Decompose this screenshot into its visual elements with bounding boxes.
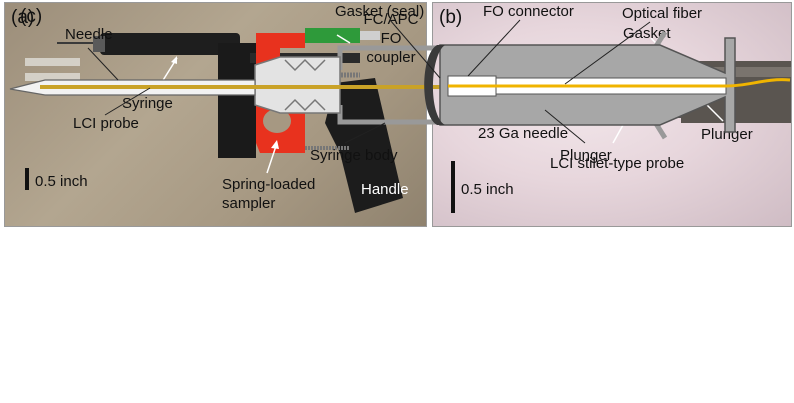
handle-label: Handle (361, 181, 409, 198)
needle-label-c: Needle (65, 26, 113, 43)
frame-shape (218, 43, 256, 158)
probe-label-b: LCI stilet-type probe (550, 155, 685, 172)
gasket-seal-label: Gasket (seal) (335, 3, 425, 20)
spring-loaded-label: Spring-loaded (222, 176, 316, 193)
plunger-label-b: Plunger (701, 126, 753, 143)
scale-bar-a (25, 168, 29, 190)
panel-c-letter: (c) (20, 6, 43, 27)
fo-coupler-shape (305, 28, 360, 43)
plunger-label-c: Plunger (560, 147, 612, 164)
fo-connector-label: FO connector (483, 3, 574, 20)
scale-label-a: 0.5 inch (35, 173, 88, 190)
scale-label-b: 0.5 inch (461, 181, 514, 198)
fo-label: FO (380, 30, 402, 47)
needle-label-b: 23 Ga needle (478, 125, 569, 142)
coupler-label: coupler (366, 49, 416, 66)
lci-probe-label: LCI probe (73, 115, 139, 132)
optical-fiber-shape (448, 78, 791, 88)
handle-shape (325, 78, 403, 213)
panel-c-diagram: (c) Needle Gasket (seal) FO connector Op… (0, 0, 794, 171)
panel-a-letter: (a) (11, 7, 35, 28)
syringe-schematic (9, 19, 791, 144)
syringe-label: Syringe (122, 95, 173, 112)
syringe-body-label: Syringe body (310, 147, 398, 164)
panel-b-letter: (b) (439, 7, 463, 28)
optical-fiber-label: Optical fiber (622, 5, 703, 22)
scale-bar-b (451, 161, 455, 213)
fc-apc-label: FC/APC (363, 11, 419, 28)
syringe-barrel-shape (100, 33, 240, 55)
sampler-label: sampler (222, 195, 276, 212)
